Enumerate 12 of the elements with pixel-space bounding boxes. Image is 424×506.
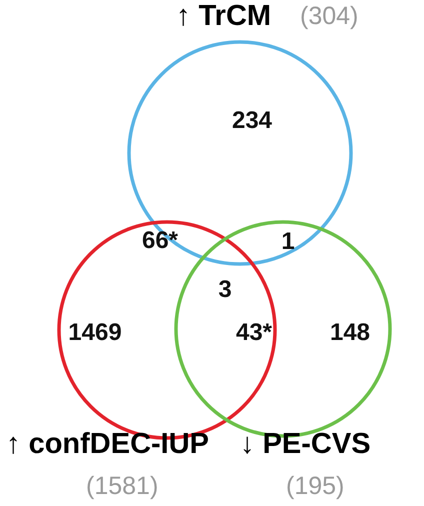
region-count: 3 bbox=[218, 278, 232, 302]
set-count: (1581) bbox=[86, 474, 158, 499]
region-count: 1 bbox=[281, 230, 295, 254]
set-name: ↑ confDEC-IUP bbox=[6, 430, 210, 459]
region-count: 43* bbox=[236, 321, 272, 345]
set-name: ↓ PE-CVS bbox=[240, 430, 371, 459]
region-count: 1469 bbox=[68, 321, 122, 345]
set-count: (195) bbox=[286, 474, 344, 499]
set-name: ↑ TrCM bbox=[176, 2, 272, 31]
region-count: 234 bbox=[232, 109, 272, 133]
set-count: (304) bbox=[300, 4, 358, 29]
region-count: 148 bbox=[330, 321, 370, 345]
